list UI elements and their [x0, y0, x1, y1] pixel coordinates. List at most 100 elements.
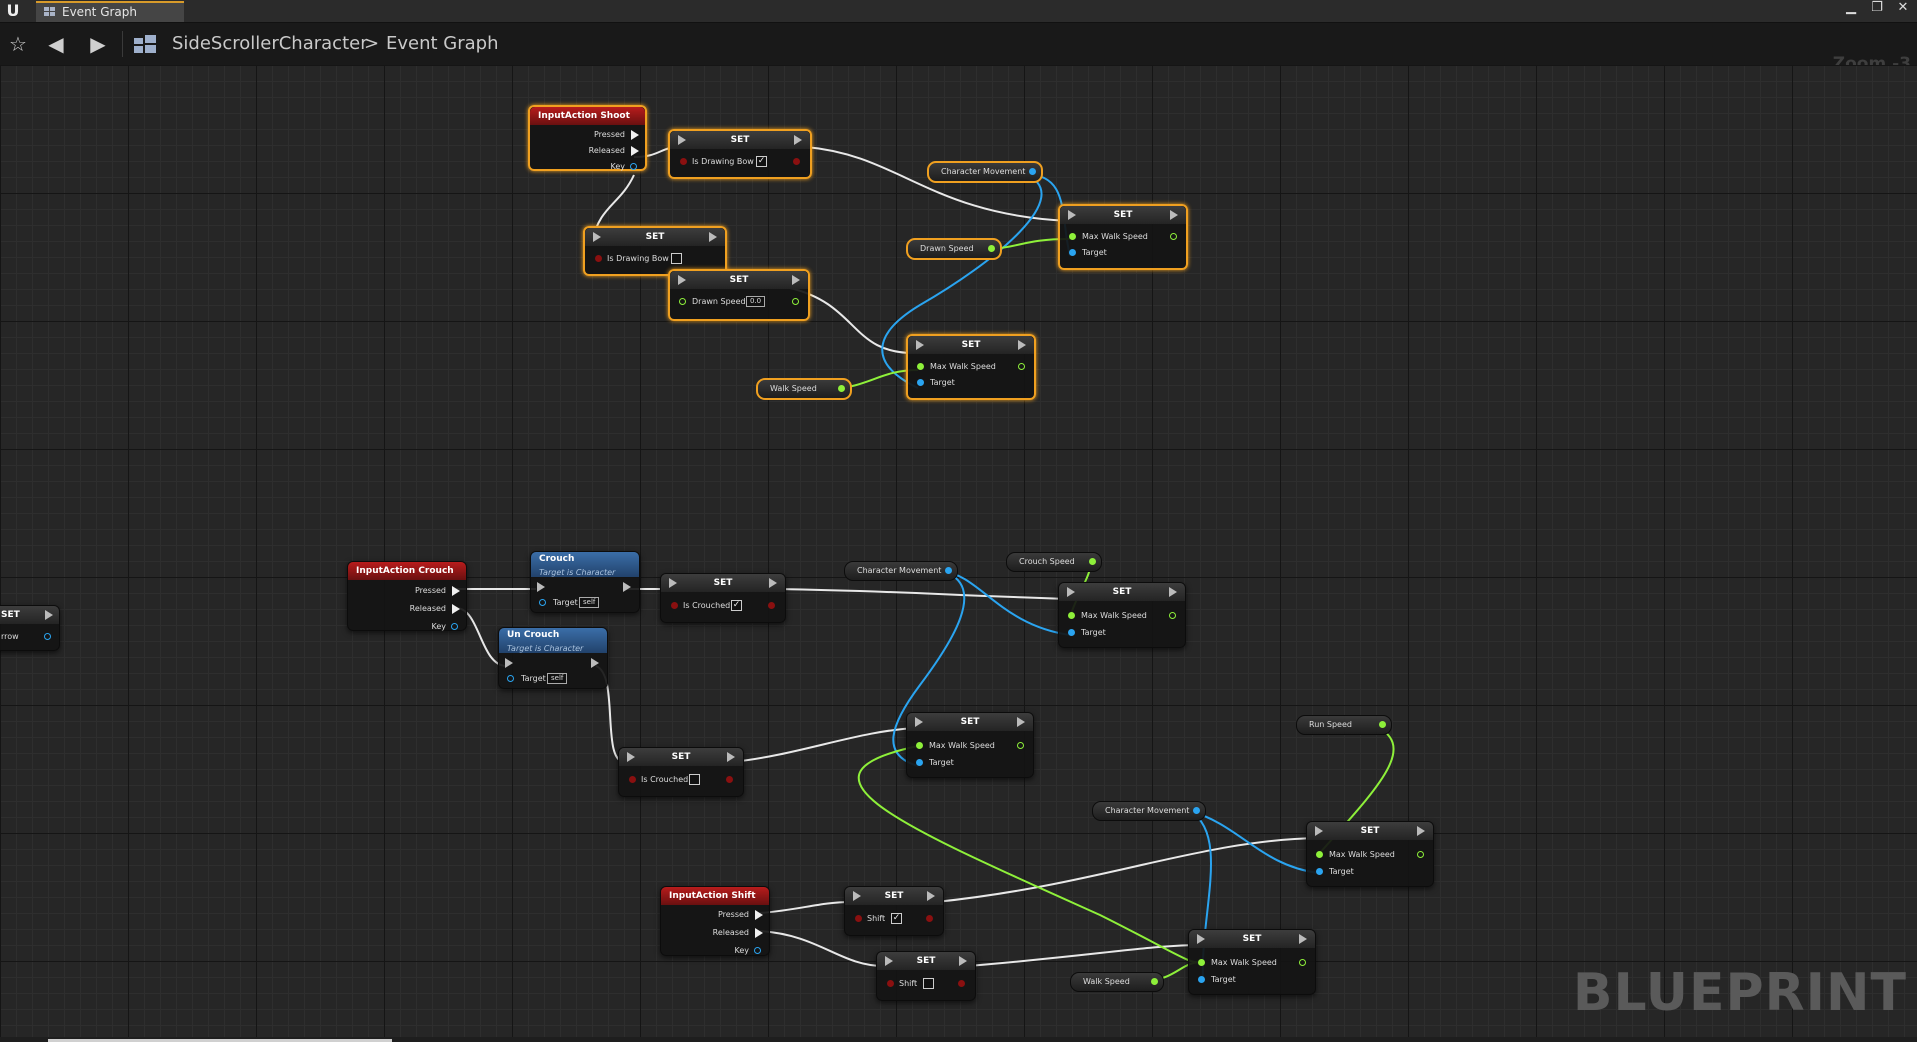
object-pin-icon[interactable]	[1029, 168, 1036, 175]
exec-out-icon[interactable]	[45, 610, 53, 620]
target-pin-icon[interactable]	[1316, 868, 1323, 875]
exec-in-icon[interactable]	[915, 717, 923, 727]
exec-in-icon[interactable]	[853, 891, 861, 901]
float-out-pin-icon[interactable]	[792, 298, 799, 305]
exec-in-icon[interactable]	[627, 752, 635, 762]
exec-out-icon[interactable]	[794, 135, 802, 145]
target-pin-icon[interactable]	[539, 599, 546, 606]
bool-out-pin-icon[interactable]	[768, 602, 775, 609]
node-set-shift-true[interactable]: SET Shift ✓	[844, 886, 944, 936]
float-pin-icon[interactable]	[1198, 959, 1205, 966]
tab-event-graph[interactable]: Event Graph	[36, 1, 184, 22]
bool-out-pin-icon[interactable]	[926, 915, 933, 922]
exec-in-icon[interactable]	[505, 658, 513, 668]
exec-out-icon[interactable]	[1170, 210, 1178, 220]
target-pin-icon[interactable]	[1198, 976, 1205, 983]
exec-out-released-icon[interactable]	[452, 604, 460, 614]
bool-checkbox-checked[interactable]: ✓	[731, 600, 742, 611]
exec-out-icon[interactable]	[769, 578, 777, 588]
node-set-max-walk-speed-drawn[interactable]: SET Max Walk Speed Target	[1058, 204, 1188, 270]
exec-out-icon[interactable]	[1169, 587, 1177, 597]
node-set-is-crouched-true[interactable]: SET Is Crouched ✓	[660, 573, 786, 623]
node-set-max-walk-speed-crouch[interactable]: SET Max Walk Speed Target	[1058, 582, 1186, 648]
node-set-is-crouched-false[interactable]: SET Is Crouched	[618, 747, 744, 797]
bool-checkbox-unchecked[interactable]	[689, 774, 700, 785]
exec-in-icon[interactable]	[678, 275, 686, 285]
exec-out-icon[interactable]	[927, 891, 935, 901]
bool-checkbox-unchecked[interactable]	[671, 253, 682, 264]
breadcrumb-event-graph[interactable]: Event Graph	[386, 33, 499, 54]
exec-in-icon[interactable]	[593, 232, 601, 242]
var-drawn-speed[interactable]: Drawn Speed	[906, 238, 1002, 260]
blueprint-graph-canvas[interactable]: InputAction Shoot Pressed Released Key S…	[0, 65, 1917, 1037]
maximize-icon[interactable]: ❐	[1871, 0, 1883, 15]
exec-in-icon[interactable]	[1067, 587, 1075, 597]
exec-out-icon[interactable]	[1018, 340, 1026, 350]
node-set-drawn-speed[interactable]: SET Drawn Speed 0.0	[668, 269, 810, 321]
bool-out-pin-icon[interactable]	[793, 158, 800, 165]
breadcrumb-sidescrollercharacter[interactable]: SideScrollerCharacter	[172, 33, 368, 54]
exec-in-icon[interactable]	[537, 582, 545, 592]
node-inputaction-crouch[interactable]: InputAction Crouch Pressed Released Key	[347, 561, 467, 631]
bool-checkbox-checked[interactable]: ✓	[756, 156, 767, 167]
var-walk-speed[interactable]: Walk Speed	[756, 378, 852, 400]
close-icon[interactable]: ✕	[1897, 0, 1909, 15]
exec-in-icon[interactable]	[1197, 934, 1205, 944]
minimize-icon[interactable]: ▁	[1846, 0, 1856, 15]
exec-in-icon[interactable]	[1315, 826, 1323, 836]
target-pin-icon[interactable]	[1069, 249, 1076, 256]
exec-out-icon[interactable]	[727, 752, 735, 762]
key-pin-icon[interactable]	[451, 623, 458, 630]
bool-out-pin-icon[interactable]	[726, 776, 733, 783]
back-arrow-icon[interactable]: ◀	[48, 32, 64, 56]
exec-out-pressed-icon[interactable]	[631, 130, 639, 140]
float-pin-icon[interactable]	[1089, 558, 1096, 565]
node-inputaction-shoot[interactable]: InputAction Shoot Pressed Released Key	[528, 105, 647, 171]
bool-pin-icon[interactable]	[855, 915, 862, 922]
exec-out-icon[interactable]	[959, 956, 967, 966]
exec-out-released-icon[interactable]	[631, 146, 639, 156]
exec-in-icon[interactable]	[916, 340, 924, 350]
exec-out-icon[interactable]	[1017, 717, 1025, 727]
object-out-pin-icon[interactable]	[44, 633, 51, 640]
key-pin-icon[interactable]	[630, 163, 637, 170]
bool-checkbox-checked[interactable]: ✓	[891, 913, 902, 924]
float-pin-icon[interactable]	[679, 298, 686, 305]
exec-out-icon[interactable]	[623, 582, 631, 592]
node-set-is-drawing-bow-false[interactable]: SET Is Drawing Bow	[583, 226, 727, 276]
exec-out-icon[interactable]	[1417, 826, 1425, 836]
object-pin-icon[interactable]	[945, 567, 952, 574]
target-pin-icon[interactable]	[916, 759, 923, 766]
bool-pin-icon[interactable]	[671, 602, 678, 609]
bool-pin-icon[interactable]	[629, 776, 636, 783]
node-set-max-walk-speed-shift-release[interactable]: SET Max Walk Speed Target	[1188, 929, 1316, 995]
float-pin-icon[interactable]	[917, 363, 924, 370]
node-set-max-walk-speed-uncrouch[interactable]: SET Max Walk Speed Target	[906, 712, 1034, 778]
target-pin-icon[interactable]	[917, 379, 924, 386]
var-character-movement[interactable]: Character Movement	[927, 161, 1043, 183]
exec-out-icon[interactable]	[591, 658, 599, 668]
float-pin-icon[interactable]	[1379, 721, 1386, 728]
exec-in-icon[interactable]	[1068, 210, 1076, 220]
float-out-pin-icon[interactable]	[1170, 233, 1177, 240]
node-set-is-drawing-bow-true[interactable]: SET Is Drawing Bow ✓	[668, 129, 812, 179]
node-set-max-walk-speed-walk[interactable]: SET Max Walk Speed Target	[906, 334, 1036, 400]
bool-checkbox-unchecked[interactable]	[923, 978, 934, 989]
exec-in-icon[interactable]	[669, 578, 677, 588]
forward-arrow-icon[interactable]: ▶	[90, 32, 106, 56]
float-out-pin-icon[interactable]	[1017, 742, 1024, 749]
float-value-field[interactable]: 0.0	[746, 296, 766, 307]
node-set-max-walk-speed-run[interactable]: SET Max Walk Speed Target	[1306, 821, 1434, 887]
float-out-pin-icon[interactable]	[1299, 959, 1306, 966]
object-pin-icon[interactable]	[1193, 807, 1200, 814]
var-walk-speed[interactable]: Walk Speed	[1070, 972, 1164, 992]
float-pin-icon[interactable]	[988, 245, 995, 252]
var-character-movement[interactable]: Character Movement	[1092, 801, 1206, 821]
float-pin-icon[interactable]	[838, 385, 845, 392]
exec-out-released-icon[interactable]	[755, 928, 763, 938]
float-pin-icon[interactable]	[1069, 233, 1076, 240]
float-pin-icon[interactable]	[1151, 978, 1158, 985]
var-run-speed[interactable]: Run Speed	[1296, 715, 1392, 735]
